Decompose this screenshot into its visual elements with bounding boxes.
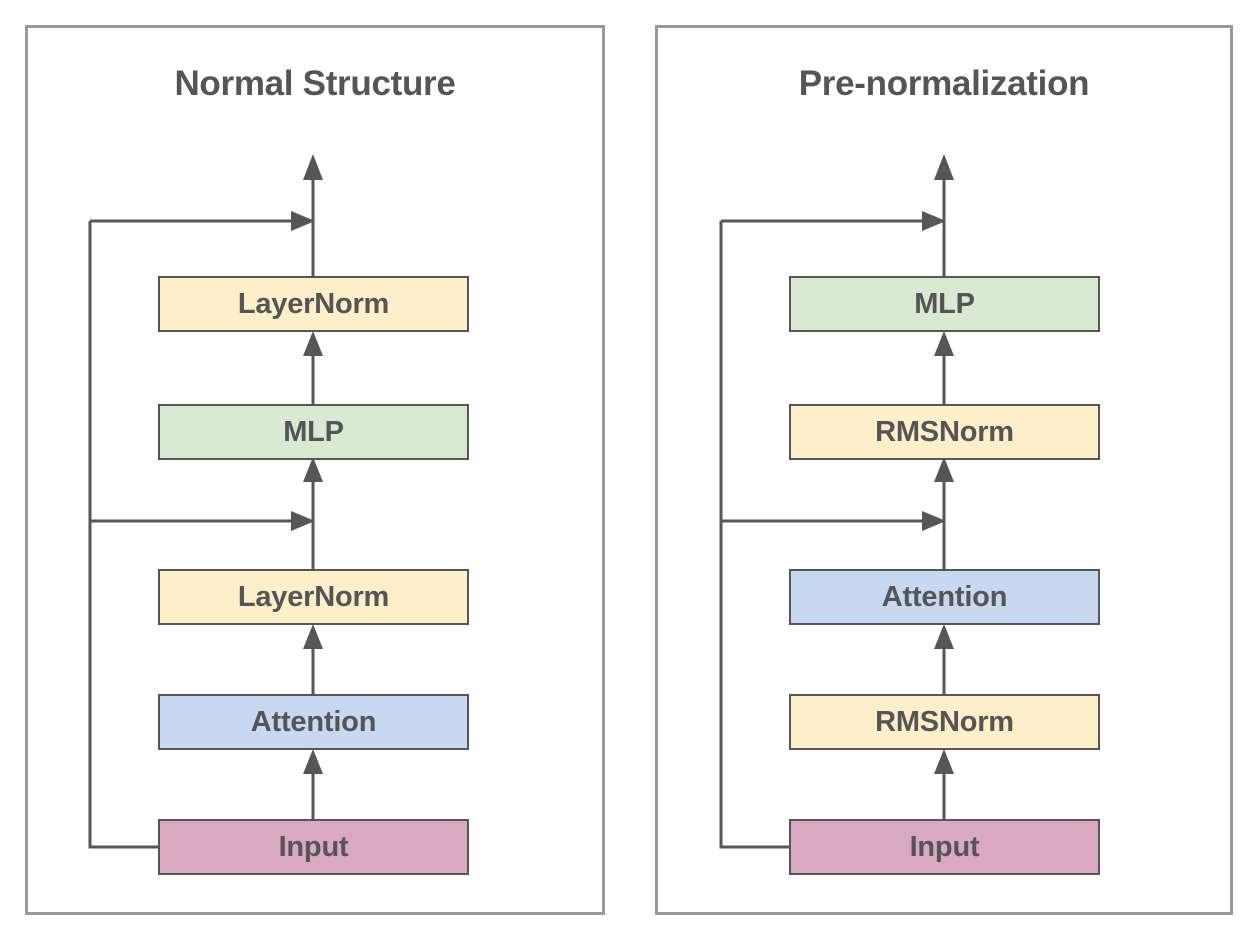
node-normal-layernorm-top[interactable]: LayerNorm [158, 276, 469, 332]
node-prenorm-mlp[interactable]: MLP [789, 276, 1100, 332]
node-normal-mlp[interactable]: MLP [158, 404, 469, 460]
panel-title-normal-structure: Normal Structure [174, 64, 456, 103]
panel-normal-structure: Normal Structure [25, 25, 605, 915]
node-normal-attention[interactable]: Attention [158, 694, 469, 750]
panel-title-pre-normalization: Pre-normalization [798, 64, 1090, 103]
panel-pre-normalization: Pre-normalization [655, 25, 1233, 915]
node-prenorm-input[interactable]: Input [789, 819, 1100, 875]
node-prenorm-rmsnorm-top[interactable]: RMSNorm [789, 404, 1100, 460]
node-prenorm-attention[interactable]: Attention [789, 569, 1100, 625]
node-prenorm-rmsnorm-bottom[interactable]: RMSNorm [789, 694, 1100, 750]
node-normal-input[interactable]: Input [158, 819, 469, 875]
node-normal-layernorm-mid[interactable]: LayerNorm [158, 569, 469, 625]
